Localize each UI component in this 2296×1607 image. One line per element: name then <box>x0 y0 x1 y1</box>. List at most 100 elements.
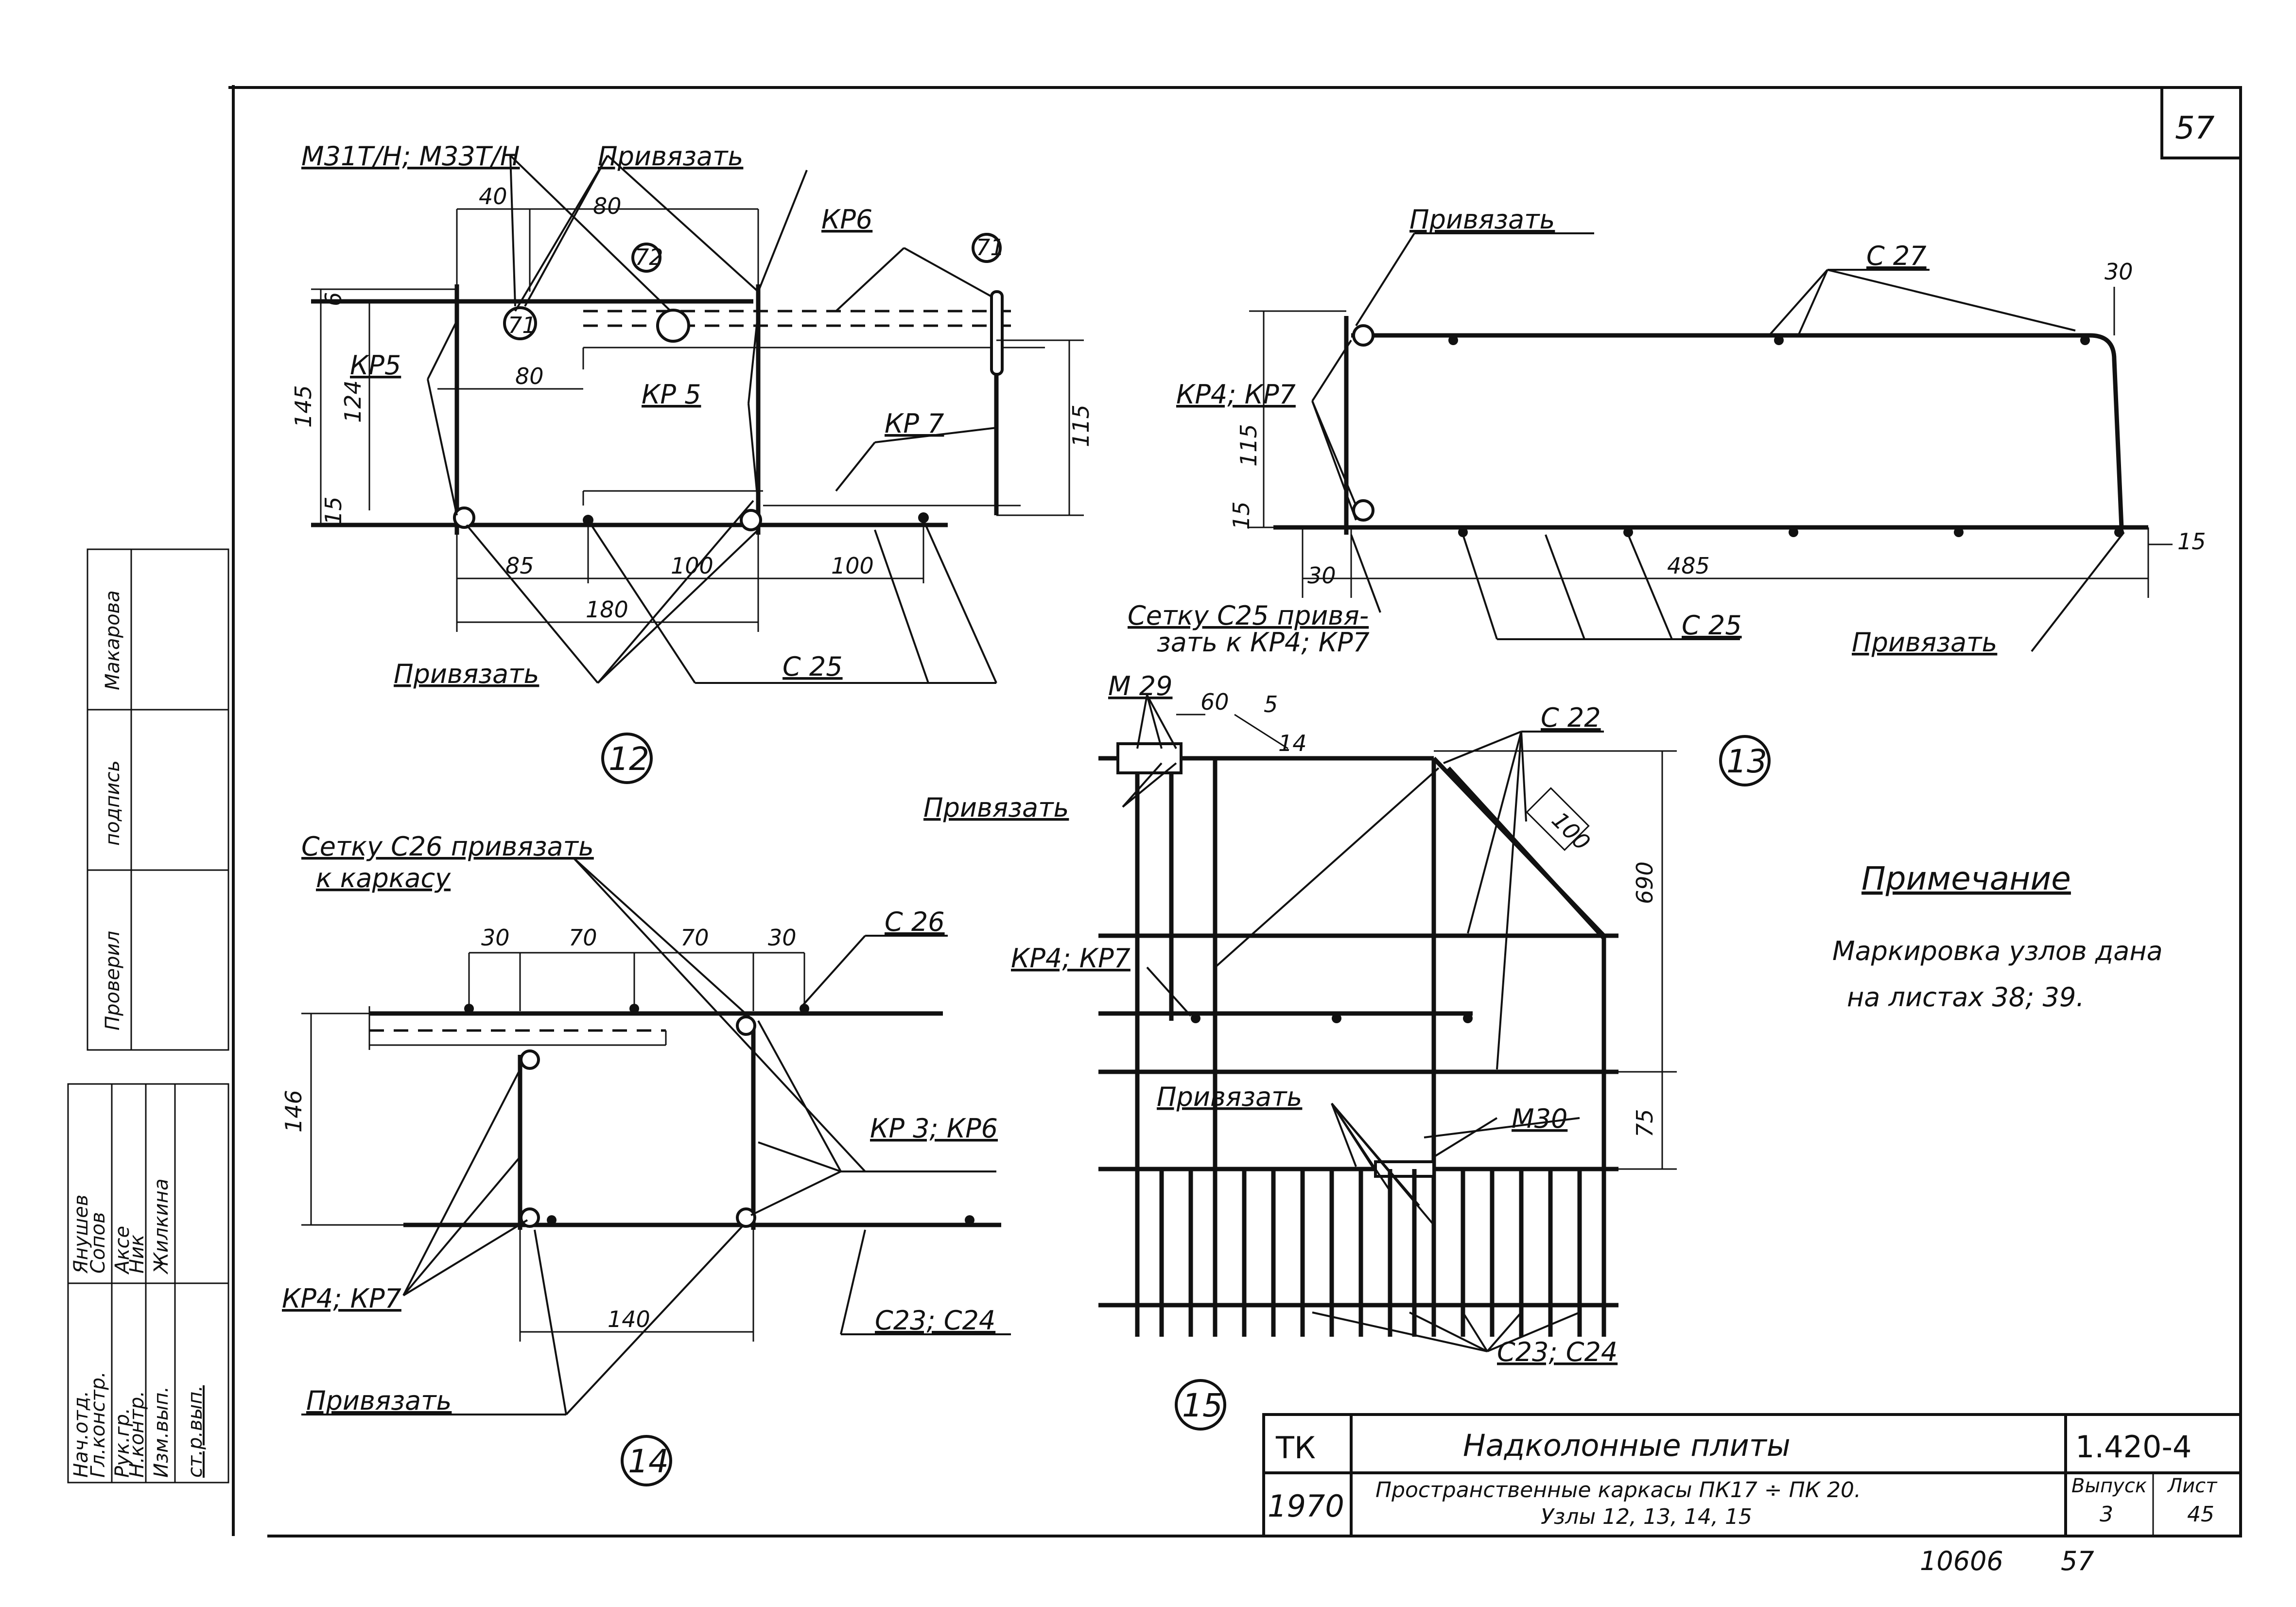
node14-dim-140: 140 <box>608 1306 650 1332</box>
stamp-row-5: Изм.вып. <box>150 1386 173 1478</box>
node-12: М31Т/Н; М33Т/Н Привязать КР6 71 72 71 КР… <box>290 141 1094 784</box>
node12-mesh-marks: М31Т/Н; М33Т/Н <box>301 141 520 172</box>
title-main: Надколонные плиты <box>1463 1428 1791 1463</box>
node14-kr3: КР 3; КР6 <box>870 1113 998 1144</box>
node14-dim-30-a: 30 <box>481 925 510 951</box>
node12-tie-top: Привязать <box>598 141 743 172</box>
title-issue-label: Выпуск <box>2071 1475 2147 1497</box>
mesh-bar-circle <box>503 306 537 340</box>
node-14: Сетку С26 привязать к каркасу С 26 КР 3;… <box>280 831 1011 1486</box>
archive-number: 10606 <box>1920 1546 2003 1576</box>
node13-dim-30-top: 30 <box>2105 259 2133 285</box>
node12-tie-bottom: Привязать <box>394 659 539 689</box>
page-number: 57 <box>2175 110 2215 146</box>
node13-c27: С 27 <box>1866 241 1927 271</box>
node12-dim-6: 6 <box>320 292 347 306</box>
node15-m30: М30 <box>1512 1103 1567 1134</box>
node12-dim-40: 40 <box>479 183 507 210</box>
side-stamp: Проверил подпись Макарова Нач.отд. Гл.ко… <box>67 548 229 1484</box>
node14-c26: С 26 <box>885 907 945 937</box>
node12-dim-100-a: 100 <box>671 553 713 579</box>
note-line-2: на листах 38; 39. <box>1847 982 2084 1013</box>
note-title: Примечание <box>1861 860 2071 897</box>
title-block: ТК 1970 Надколонные плиты Пространственн… <box>1262 1413 2242 1576</box>
node14-dim-70-a: 70 <box>569 925 597 951</box>
node13-c25: С 25 <box>1682 610 1742 641</box>
stamp-name-2: Сопов <box>87 1212 109 1274</box>
node13-note-line2: зать к КР4; КР7 <box>1157 627 1370 658</box>
note-line-1: Маркировка узлов дана <box>1832 936 2163 966</box>
node12-kr5-left: КР5 <box>350 350 401 381</box>
node12-pos71-b: 71 <box>976 234 1005 261</box>
node12-dim-85: 85 <box>505 553 534 579</box>
node12-dim-80-top: 80 <box>593 193 622 219</box>
node13-kr: КР4; КР7 <box>1176 379 1296 410</box>
node14-id: 14 <box>628 1443 669 1480</box>
node15-dim-690: 690 <box>1632 861 1658 904</box>
mesh-bar-circle <box>656 309 690 343</box>
node15-tie-top: Привязать <box>923 792 1069 823</box>
node12-dim-180: 180 <box>586 596 628 623</box>
node12-dim-124: 124 <box>340 380 366 423</box>
stamp-row-4: Н.контр. <box>126 1391 148 1478</box>
node-13: Привязать С 27 КР4; КР7 С 25 Привязать С… <box>1128 204 2206 786</box>
node12-dim-145: 145 <box>290 385 316 428</box>
node12-id: 12 <box>609 740 649 778</box>
node12-dim-80-mid: 80 <box>515 363 544 389</box>
node14-dim-30-b: 30 <box>768 925 797 951</box>
title-subtitle-line2: Узлы 12, 13, 14, 15 <box>1541 1504 1752 1529</box>
stamp-row-2: Гл.констр. <box>87 1371 109 1478</box>
stamp-row-1: Нач.отд. <box>70 1391 92 1478</box>
node12-pos72: 72 <box>635 244 663 270</box>
node15-dim-100: 100 <box>1547 807 1595 856</box>
node12-kr6: КР6 <box>821 204 872 235</box>
node15-dim-60: 60 <box>1200 689 1229 715</box>
node14-kr4: КР4; КР7 <box>282 1283 401 1314</box>
node12-dim-115: 115 <box>1068 404 1094 447</box>
node13-dim-485: 485 <box>1667 553 1710 579</box>
stamp-sign-note: подпись <box>102 760 124 846</box>
node12-dim-100-b: 100 <box>831 553 874 579</box>
node14-dim-70-b: 70 <box>680 925 709 951</box>
title-series: 1.420-4 <box>2075 1429 2192 1465</box>
title-year: 1970 <box>1268 1488 1344 1524</box>
archive-page: 57 <box>2061 1546 2094 1576</box>
node15-dim-14: 14 <box>1278 730 1307 756</box>
node-15: М 29 60 5 14 Привязать С 22 100 690 75 К… <box>923 671 1677 1431</box>
node15-dim-5: 5 <box>1264 691 1278 717</box>
title-subtitle-line1: Пространственные каркасы ПК17 ÷ ПК 20. <box>1375 1478 1861 1502</box>
node15-m29: М 29 <box>1108 671 1172 701</box>
node13-note-line1: Сетку С25 привя- <box>1128 600 1369 631</box>
node12-dim-15: 15 <box>320 496 347 525</box>
node15-id: 15 <box>1182 1387 1223 1424</box>
node12-kr7: КР 7 <box>885 408 944 439</box>
node14-dim-146: 146 <box>280 1090 307 1133</box>
node13-dim-15-right: 15 <box>2177 528 2206 555</box>
node15-kr: КР4; КР7 <box>1011 943 1131 974</box>
stamp-name-3: Аксе <box>111 1226 134 1275</box>
node13-dim-15-left: 15 <box>1228 501 1254 530</box>
node13-id: 13 <box>1726 743 1767 780</box>
node14-c23: С23; С24 <box>875 1305 995 1336</box>
node15-tie-bottom: Привязать <box>1157 1082 1302 1112</box>
stamp-name-4: Ник <box>126 1235 148 1274</box>
stamp-copy-note: ст.р.вып. <box>184 1385 207 1478</box>
node13-tie-top: Привязать <box>1409 204 1555 235</box>
node14-note-line1: Сетку С26 привязать <box>301 831 594 862</box>
node15-c22: С 22 <box>1541 702 1601 733</box>
node15-dim-75: 75 <box>1632 1109 1658 1137</box>
node15-c23: С23; С24 <box>1497 1337 1618 1367</box>
title-org: ТК <box>1275 1430 1316 1466</box>
node12-kr5-right: КР 5 <box>642 379 701 410</box>
node14-tie: Привязать <box>306 1385 452 1416</box>
stamp-checked-name: Макарова <box>102 590 124 690</box>
title-sheet-label: Лист <box>2167 1475 2218 1497</box>
stamp-name-1: Янушев <box>70 1195 92 1274</box>
stamp-checked-label: Проверил <box>102 931 124 1031</box>
title-issue: 3 <box>2100 1502 2113 1527</box>
stamp-row-3: Рук.гр. <box>111 1408 134 1478</box>
node12-c25: С 25 <box>783 651 843 682</box>
stamp-name-5: Жилкина <box>150 1179 173 1275</box>
node13-tie-bottom: Привязать <box>1852 627 1997 658</box>
